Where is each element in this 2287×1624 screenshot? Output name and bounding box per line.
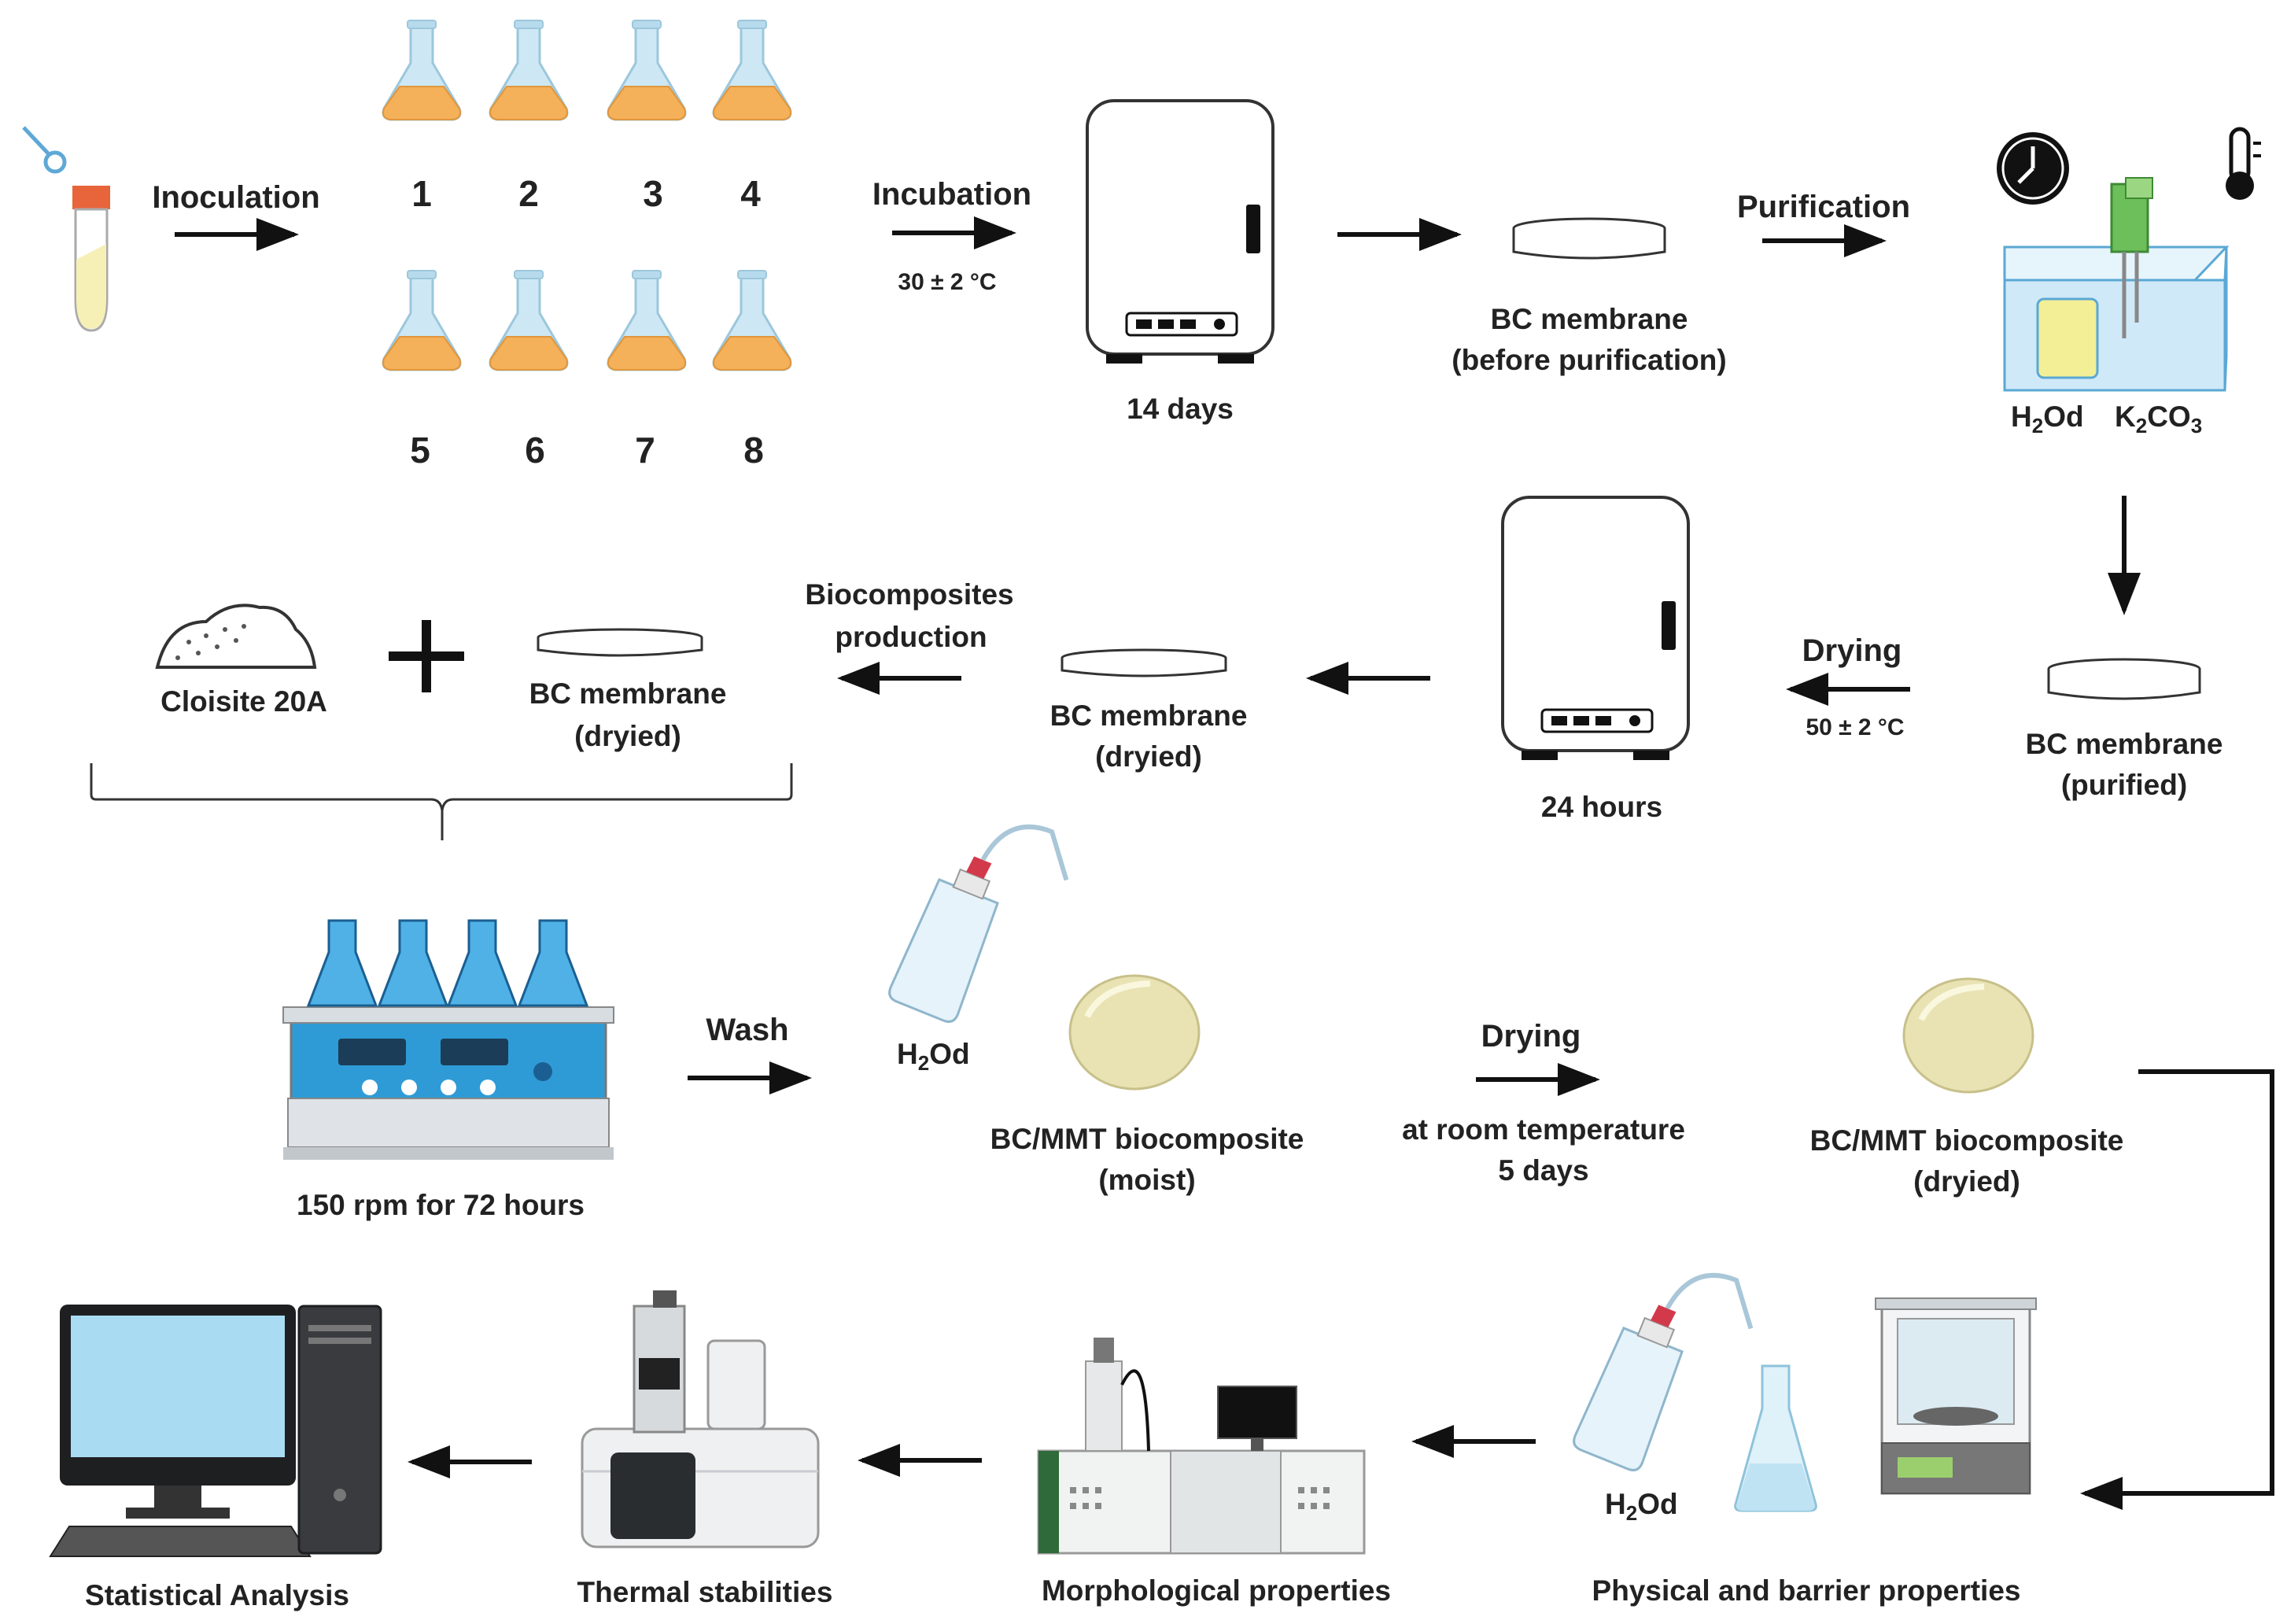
drying-time: 24 hours — [1541, 791, 1662, 823]
statistical-analysis-label: Statistical Analysis — [85, 1579, 349, 1611]
drying-label: Drying — [1802, 633, 1902, 668]
orbital-shaker-icon — [282, 919, 614, 1160]
plus-icon — [389, 620, 464, 692]
biocomposite-moist-sublabel: (moist) — [1098, 1164, 1195, 1196]
flask-icon — [382, 269, 462, 371]
analytical-balance-icon — [1875, 1297, 2037, 1495]
flask-icon — [382, 19, 462, 121]
physical-properties-label: Physical and barrier properties — [1592, 1574, 2021, 1607]
culture-tube-icon — [22, 126, 110, 332]
bath-salt-label: K2CO3 — [2115, 400, 2202, 437]
oven-icon — [1501, 496, 1690, 762]
flask-number: 2 — [518, 173, 539, 214]
incubation-temperature: 30 ± 2 °C — [898, 269, 996, 295]
biocomposite-disk-icon — [1070, 976, 1199, 1089]
bc-membrane-dried-b-sublabel: (dryied) — [574, 720, 681, 752]
purification-label: Purification — [1737, 190, 1910, 224]
wash-label: Wash — [706, 1013, 788, 1047]
thermal-stabilities-label: Thermal stabilities — [577, 1576, 833, 1608]
flask-icon — [712, 19, 792, 121]
bc-membrane-dried-sublabel: (dryied) — [1095, 740, 1202, 773]
biocomposite-dried-label: BC/MMT biocomposite — [1810, 1124, 2124, 1157]
cloisite-label: Cloisite 20A — [160, 685, 327, 718]
bc-membrane-before-sublabel: (before purification) — [1452, 344, 1726, 376]
wash-bottle-icon — [1571, 1246, 1765, 1492]
wash-bottle-icon — [887, 798, 1081, 1043]
incubator-icon — [1086, 99, 1274, 365]
biocomposite-disk-icon — [1904, 979, 2033, 1092]
petri-dish-icon — [537, 628, 703, 657]
flask-icon — [489, 19, 569, 121]
biocomposite-moist-label: BC/MMT biocomposite — [990, 1123, 1304, 1155]
inoculation-label: Inoculation — [152, 180, 319, 215]
petri-dish-icon — [1512, 217, 1666, 260]
incubation-time: 14 days — [1127, 393, 1234, 425]
clock-icon — [1997, 132, 2069, 205]
bc-membrane-before-label: BC membrane — [1491, 303, 1688, 335]
petri-dish-icon — [2047, 658, 2201, 700]
desktop-computer-icon — [49, 1305, 382, 1557]
flask-number: 4 — [740, 173, 761, 214]
biocomposite-dried-sublabel: (dryied) — [1913, 1165, 2020, 1198]
flask-icon — [607, 269, 687, 371]
flask-number: 7 — [635, 430, 655, 471]
wash-water-label: H2Od — [897, 1038, 970, 1075]
flask-icon — [607, 19, 687, 121]
flask-number: 1 — [411, 173, 432, 214]
flask-icon — [712, 269, 792, 371]
combine-brace — [90, 763, 793, 840]
flask-number: 5 — [410, 430, 430, 471]
drying-room-label: Drying — [1481, 1019, 1581, 1054]
connector-arrow-to-tests — [2080, 1069, 2274, 1510]
morphological-properties-label: Morphological properties — [1042, 1574, 1391, 1607]
thermometer-icon — [2226, 127, 2261, 200]
shaker-condition-label: 150 rpm for 72 hours — [297, 1189, 585, 1221]
drying-room-condition: at room temperature — [1402, 1113, 1685, 1146]
flasks-grid — [382, 19, 792, 371]
biocomposites-production-sublabel: production — [835, 621, 987, 653]
drying-room-duration: 5 days — [1498, 1154, 1588, 1187]
incubation-label: Incubation — [872, 177, 1031, 212]
clay-powder-icon — [155, 603, 317, 669]
bc-membrane-purified-sublabel: (purified) — [2061, 769, 2187, 801]
electron-microscope-icon — [1037, 1338, 1366, 1555]
bc-membrane-purified-label: BC membrane — [2026, 728, 2223, 760]
bc-membrane-dried-label: BC membrane — [1050, 699, 1248, 732]
petri-dish-icon — [1061, 648, 1227, 677]
bath-water-label: H2Od — [2011, 400, 2084, 437]
flask-number: 6 — [525, 430, 545, 471]
physical-water-label: H2Od — [1605, 1488, 1678, 1525]
flask-number: 8 — [743, 430, 764, 471]
biocomposites-production-label: Biocomposites — [805, 578, 1013, 611]
flask-icon — [489, 269, 569, 371]
beaker-flask-icon — [1734, 1364, 1817, 1512]
flask-number: 3 — [643, 173, 663, 214]
bc-membrane-dried-b-label: BC membrane — [529, 677, 727, 710]
water-bath-icon — [2003, 177, 2230, 392]
drying-temperature: 50 ± 2 °C — [1806, 714, 1904, 740]
thermal-analyzer-icon — [581, 1290, 820, 1548]
